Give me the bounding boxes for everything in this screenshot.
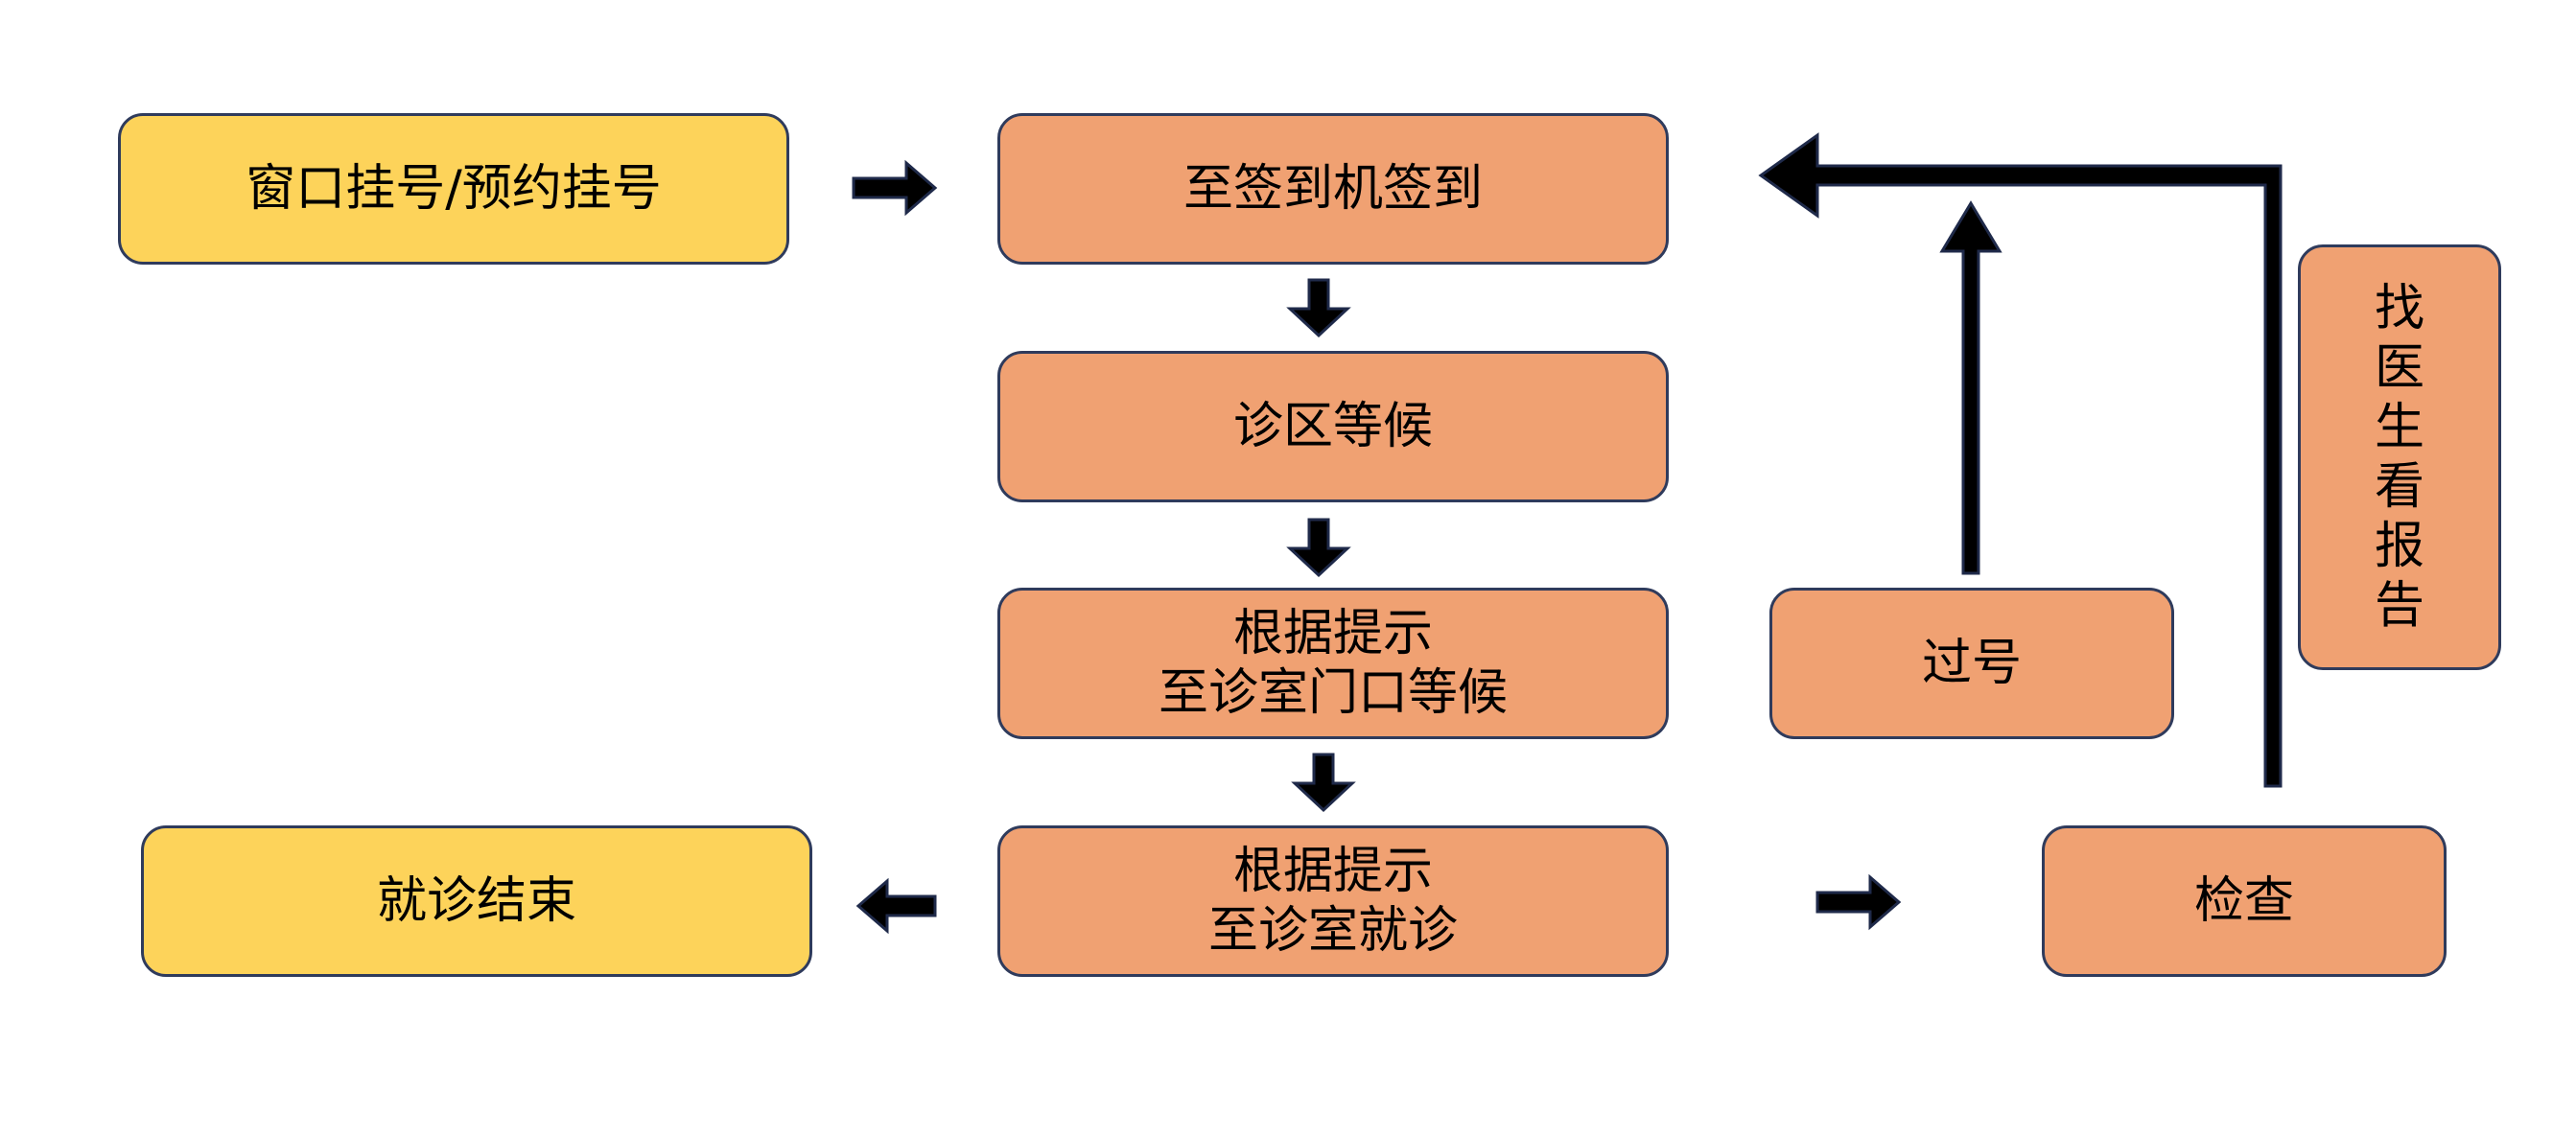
node-consult-label: 根据提示 至诊室就诊 xyxy=(1207,843,1458,960)
node-report: 找医生看报告 xyxy=(2298,244,2501,670)
arrow-checkin-to-wait-area xyxy=(1286,278,1351,338)
arrow-wait-door-to-consult xyxy=(1291,753,1356,813)
node-end-label: 就诊结束 xyxy=(376,872,576,930)
arrow-consult-to-exam xyxy=(1815,873,1902,931)
node-exam: 检查 xyxy=(2042,825,2447,977)
node-consult: 根据提示 至诊室就诊 xyxy=(997,825,1669,977)
node-missed: 过号 xyxy=(1769,588,2174,739)
node-wait-door-label: 根据提示 至诊室门口等候 xyxy=(1158,605,1508,722)
arrow-missed-up xyxy=(1939,200,2002,575)
node-missed-label: 过号 xyxy=(1921,635,2022,692)
arrow-consult-to-end xyxy=(855,877,937,935)
arrow-register-to-checkin xyxy=(852,159,938,217)
node-wait-area: 诊区等候 xyxy=(997,351,1669,502)
node-wait-area-label: 诊区等候 xyxy=(1232,398,1433,455)
node-checkin: 至签到机签到 xyxy=(997,113,1669,265)
node-wait-door: 根据提示 至诊室门口等候 xyxy=(997,588,1669,739)
node-register: 窗口挂号/预约挂号 xyxy=(118,113,789,265)
node-exam-label: 检查 xyxy=(2193,872,2294,930)
arrow-wait-area-to-wait-door xyxy=(1286,518,1351,578)
node-register-label: 窗口挂号/预约挂号 xyxy=(246,160,662,218)
node-checkin-label: 至签到机签到 xyxy=(1183,160,1483,218)
node-report-label: 找医生看报告 xyxy=(2374,280,2424,635)
node-end: 就诊结束 xyxy=(141,825,812,977)
arrow-exam-to-checkin xyxy=(1758,132,2283,788)
